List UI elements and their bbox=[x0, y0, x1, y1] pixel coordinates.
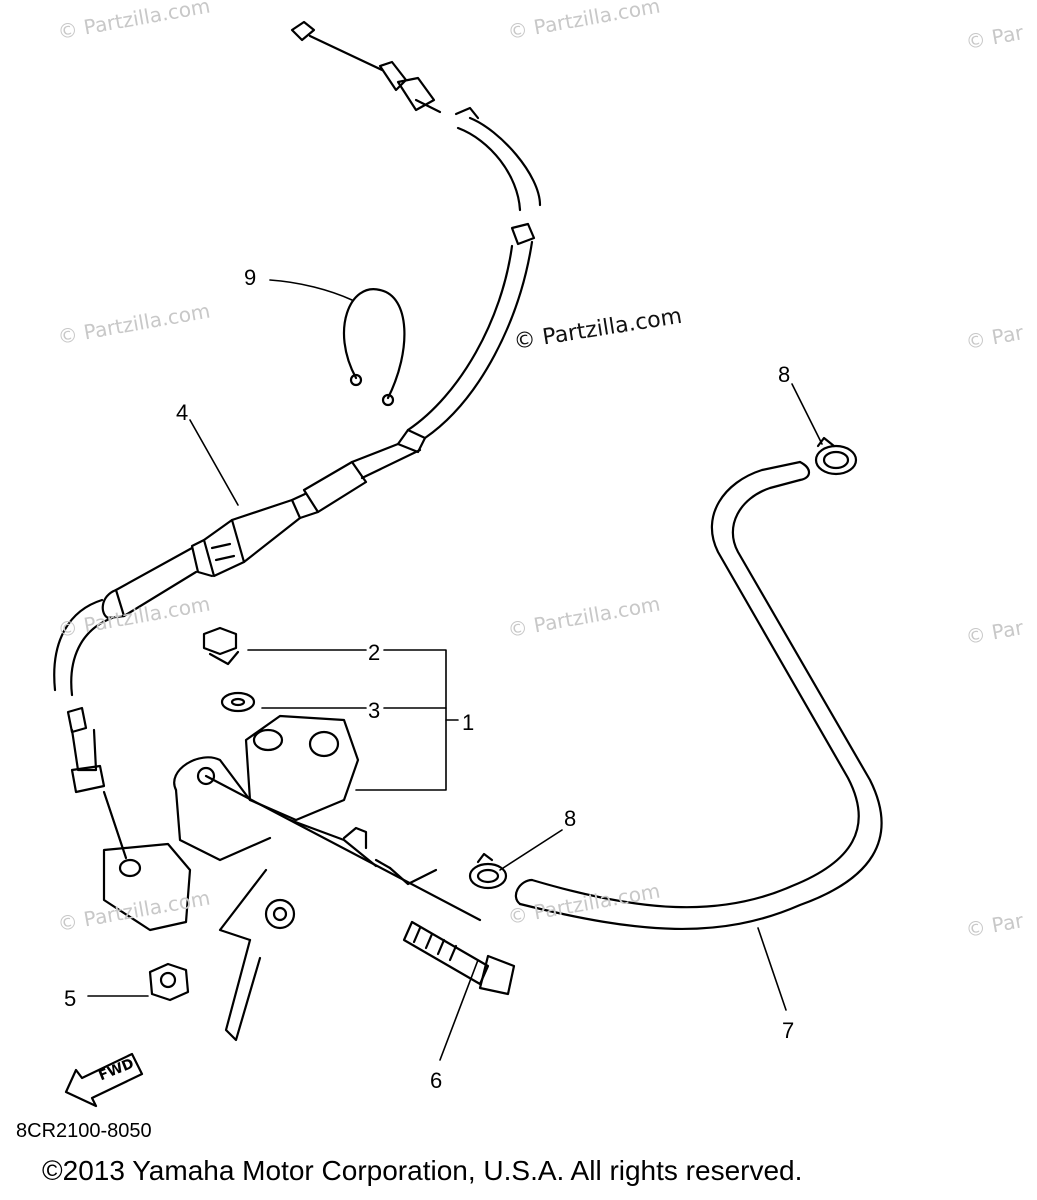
cable-upper-bend bbox=[456, 116, 542, 212]
callout-2: 2 bbox=[368, 640, 381, 665]
copyright-notice: ©2013 Yamaha Motor Corporation, U.S.A. A… bbox=[42, 1155, 803, 1186]
oil-hose bbox=[514, 460, 883, 930]
cable-top-end bbox=[290, 20, 480, 120]
leader-lines bbox=[87, 279, 823, 1061]
cable-main bbox=[290, 222, 536, 520]
fwd-arrow bbox=[64, 1052, 144, 1108]
callout-9: 9 bbox=[244, 265, 257, 290]
cable-adjuster bbox=[101, 498, 302, 620]
callout-3: 3 bbox=[368, 698, 381, 723]
oil-pump-body bbox=[173, 714, 482, 1042]
link-line bbox=[388, 866, 438, 886]
callout-8-upper: 8 bbox=[778, 362, 791, 387]
part-code: 8CR2100-8050 bbox=[16, 1120, 152, 1142]
callout-8-lower: 8 bbox=[564, 806, 577, 831]
bolt-and-washer bbox=[202, 626, 256, 713]
callout-5: 5 bbox=[64, 986, 77, 1011]
callout-6: 6 bbox=[430, 1068, 443, 1093]
callout-1: 1 bbox=[462, 710, 475, 735]
cable-lower-bend bbox=[53, 598, 128, 860]
mounting-plate bbox=[102, 842, 192, 932]
callout-4: 4 bbox=[176, 400, 189, 425]
hose-clamp-upper bbox=[814, 436, 858, 476]
retaining-clip bbox=[342, 288, 406, 407]
long-bolt bbox=[402, 920, 516, 996]
hose-clamp-lower bbox=[468, 852, 508, 890]
callout-7: 7 bbox=[782, 1018, 795, 1043]
nut bbox=[148, 962, 190, 1002]
